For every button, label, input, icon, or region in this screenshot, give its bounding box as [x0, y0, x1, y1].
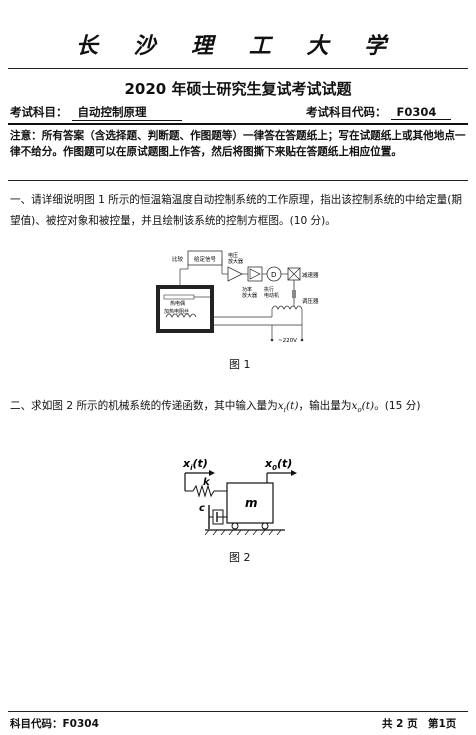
footer-rule — [8, 711, 468, 712]
supply-label: ~220V — [278, 338, 297, 344]
power-amp-label: 功率放大器 — [242, 286, 257, 299]
code-value: F0304 — [390, 105, 451, 120]
exam-title: 2020 年硕士研究生复试考试试题 — [124, 80, 352, 98]
output-variable: xo(t) — [351, 400, 375, 415]
university-name: 长 沙 理 工 大 学 — [75, 33, 401, 59]
figure-1-caption: 图 1 — [229, 358, 251, 371]
heater-coil — [165, 313, 197, 318]
question-2-text-before: 二、求如图 2 所示的机械系统的传递函数，其中输入量为 — [10, 400, 278, 412]
regulator-label: 调压器 — [302, 297, 319, 305]
code-label: 考试科目代码： — [306, 105, 387, 119]
mass-block — [226, 482, 274, 524]
question-1-text: 一、请详细说明图 1 所示的恒温箱温度自动控制系统的工作原理，指出该控制系统的中… — [10, 194, 462, 227]
svg-text:D: D — [271, 271, 276, 279]
notice-top-rule — [8, 123, 468, 125]
figure-2-caption: 图 2 — [229, 551, 251, 564]
wheel-left — [231, 522, 239, 530]
input-label: xi(t) — [182, 457, 208, 472]
compare-label: 比较 — [172, 255, 184, 263]
wheel-right — [261, 522, 269, 530]
output-label: x0(t) — [264, 457, 292, 472]
spring — [192, 484, 215, 498]
damper-label: c — [199, 503, 205, 514]
thermocouple-label: 热电偶 — [170, 300, 185, 307]
figure-2-diagram: xi(t) x0(t) k c m — [182, 457, 297, 536]
figure-1-diagram: 给定信号 比较 电压放大器 功率放大器 D 执行电动机 减速器 热电偶 加热电阻… — [156, 250, 319, 344]
question-2-text-mid: ，输出量为 — [298, 400, 352, 412]
notice: 注意：所有答案（含选择题、判断题、作图题等）一律答在答题纸上；写在试题纸上或其他… — [10, 130, 466, 158]
subject-line: 考试科目： 自动控制原理 — [10, 104, 182, 121]
footer-code: 科目代码：F0304 — [10, 718, 99, 730]
reducer-label: 减速器 — [302, 271, 319, 279]
header-rule — [8, 68, 468, 69]
motor-label: 执行电动机 — [264, 286, 279, 299]
voltage-amplifier — [227, 266, 243, 282]
oven-box — [156, 285, 214, 333]
question-2-text-after: 。(15 分) — [374, 400, 421, 412]
code-line: 考试科目代码： F0304 — [306, 104, 451, 120]
notice-bottom-rule — [8, 180, 468, 181]
mass-label: m — [245, 496, 258, 510]
footer-total-pages: 共 2 页 — [382, 718, 418, 730]
subject-value: 自动控制原理 — [71, 104, 182, 121]
regulator-coil — [271, 305, 303, 310]
question-2-text: 二、求如图 2 所示的机械系统的传递函数，其中输入量为xi(t)，输出量为xo(… — [10, 396, 468, 421]
subject-label: 考试科目： — [10, 105, 68, 119]
spring-label: k — [203, 477, 211, 488]
voltage-amp-label: 电压放大器 — [228, 252, 243, 265]
setpoint-label: 给定信号 — [194, 255, 217, 263]
footer-page-number: 第1页 — [428, 718, 457, 730]
input-variable: xi(t) — [277, 400, 299, 415]
heater-label: 加热电阻丝 — [164, 308, 189, 315]
